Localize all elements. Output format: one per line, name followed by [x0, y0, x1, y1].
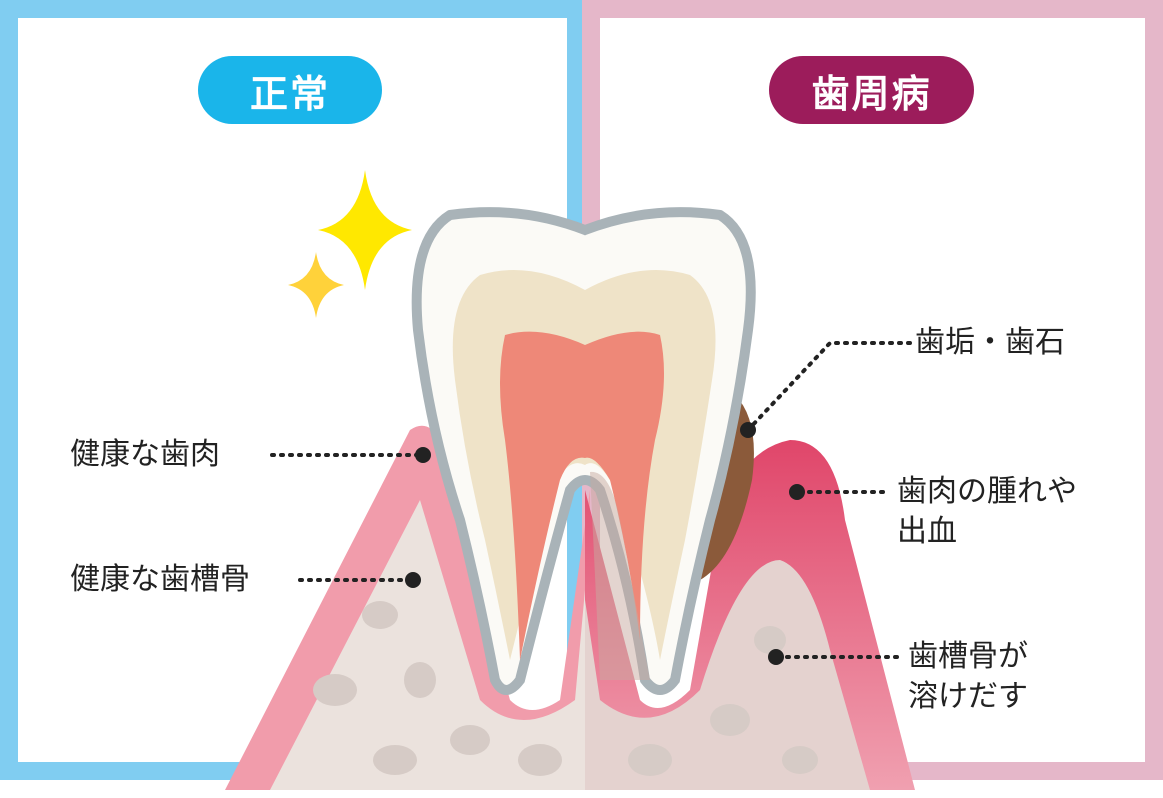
- sparkle-icon: [318, 170, 412, 290]
- dissolving-bone: [585, 560, 870, 790]
- periodontal-header: 歯周病: [769, 56, 974, 124]
- pulp: [500, 331, 664, 660]
- label-line: 溶けだす: [908, 679, 1028, 714]
- normal-header: 正常: [198, 56, 382, 124]
- label-plaque-tartar: 歯垢・歯石: [915, 325, 1065, 360]
- label-healthy-bone: 健康な歯槽骨: [70, 562, 250, 597]
- label-line: 歯肉の腫れや: [897, 474, 1077, 509]
- tartar: [700, 395, 754, 580]
- label-line: 出血: [897, 514, 957, 549]
- sparkle-icon: [288, 252, 344, 318]
- label-line: 歯槽骨が: [908, 639, 1028, 674]
- label-healthy-gum: 健康な歯肉: [70, 437, 220, 472]
- label-bone-dissolve: 歯槽骨が 溶けだす: [908, 637, 1028, 717]
- healthy-bone: [270, 500, 585, 790]
- label-gum-swelling: 歯肉の腫れや 出血: [897, 472, 1077, 552]
